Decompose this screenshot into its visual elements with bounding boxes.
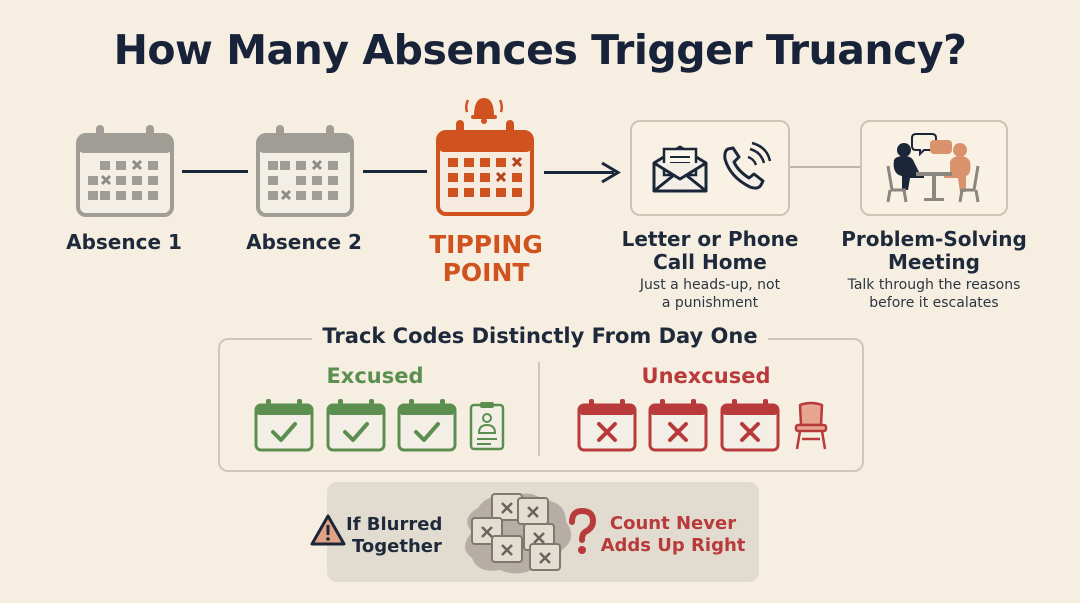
unexcused-calendar-icon	[577, 399, 637, 452]
envelope-icon	[652, 145, 708, 193]
warning-icon	[310, 514, 346, 546]
unexcused-calendar-icon	[720, 399, 780, 452]
phone-icon	[723, 141, 772, 190]
meeting-label-line1: Problem-Solving	[841, 227, 1027, 251]
meeting-sub-line2: before it escalates	[869, 295, 999, 311]
unexcused-calendar-icon	[648, 399, 708, 452]
tipping-calendar-icon	[436, 120, 534, 216]
arrow-icon	[544, 161, 621, 184]
blurred-calendars-icon	[465, 493, 572, 574]
question-mark-icon	[569, 507, 597, 554]
letter-phone-label-line1: Letter or Phone	[621, 227, 799, 251]
divider	[538, 362, 540, 456]
calendar-icon	[76, 125, 174, 217]
excused-calendar-icon	[254, 399, 314, 452]
doctor-note-icon	[469, 402, 505, 451]
tipping-point-label-line1: TIPPING	[429, 230, 543, 259]
unexcused-label: Unexcused	[641, 364, 771, 388]
meeting-icon	[886, 133, 980, 203]
track-codes-title: Track Codes Distinctly From Day One	[312, 324, 768, 348]
excused-calendar-icon	[326, 399, 386, 452]
page-title: How Many Absences Trigger Truancy?	[113, 26, 967, 74]
tipping-point-label-line2: POINT	[442, 258, 530, 287]
warning-right-line2: Adds Up Right	[600, 535, 746, 556]
meeting-sub-line1: Talk through the reasons	[847, 277, 1021, 293]
letter-phone-label-line2: Call Home	[653, 250, 767, 274]
letter-phone-sub-line2: a punishment	[661, 295, 759, 311]
connector-line	[182, 170, 248, 173]
warning-right-line1: Count Never	[609, 513, 737, 534]
absence-1-label: Absence 1	[66, 230, 182, 254]
excused-label: Excused	[326, 364, 424, 388]
excused-calendar-icon	[397, 399, 457, 452]
connector-line	[790, 166, 860, 168]
alarm-bell-icon	[464, 98, 504, 124]
meeting-label-line2: Meeting	[887, 250, 980, 274]
calendar-icon	[256, 125, 354, 217]
warning-left-line1: If Blurred	[346, 514, 443, 535]
letter-phone-sub-line1: Just a heads-up, not	[639, 277, 781, 293]
connector-line	[363, 170, 427, 173]
empty-chair-icon	[794, 401, 828, 450]
warning-left-line2: Together	[352, 536, 442, 557]
absence-2-label: Absence 2	[246, 230, 362, 254]
